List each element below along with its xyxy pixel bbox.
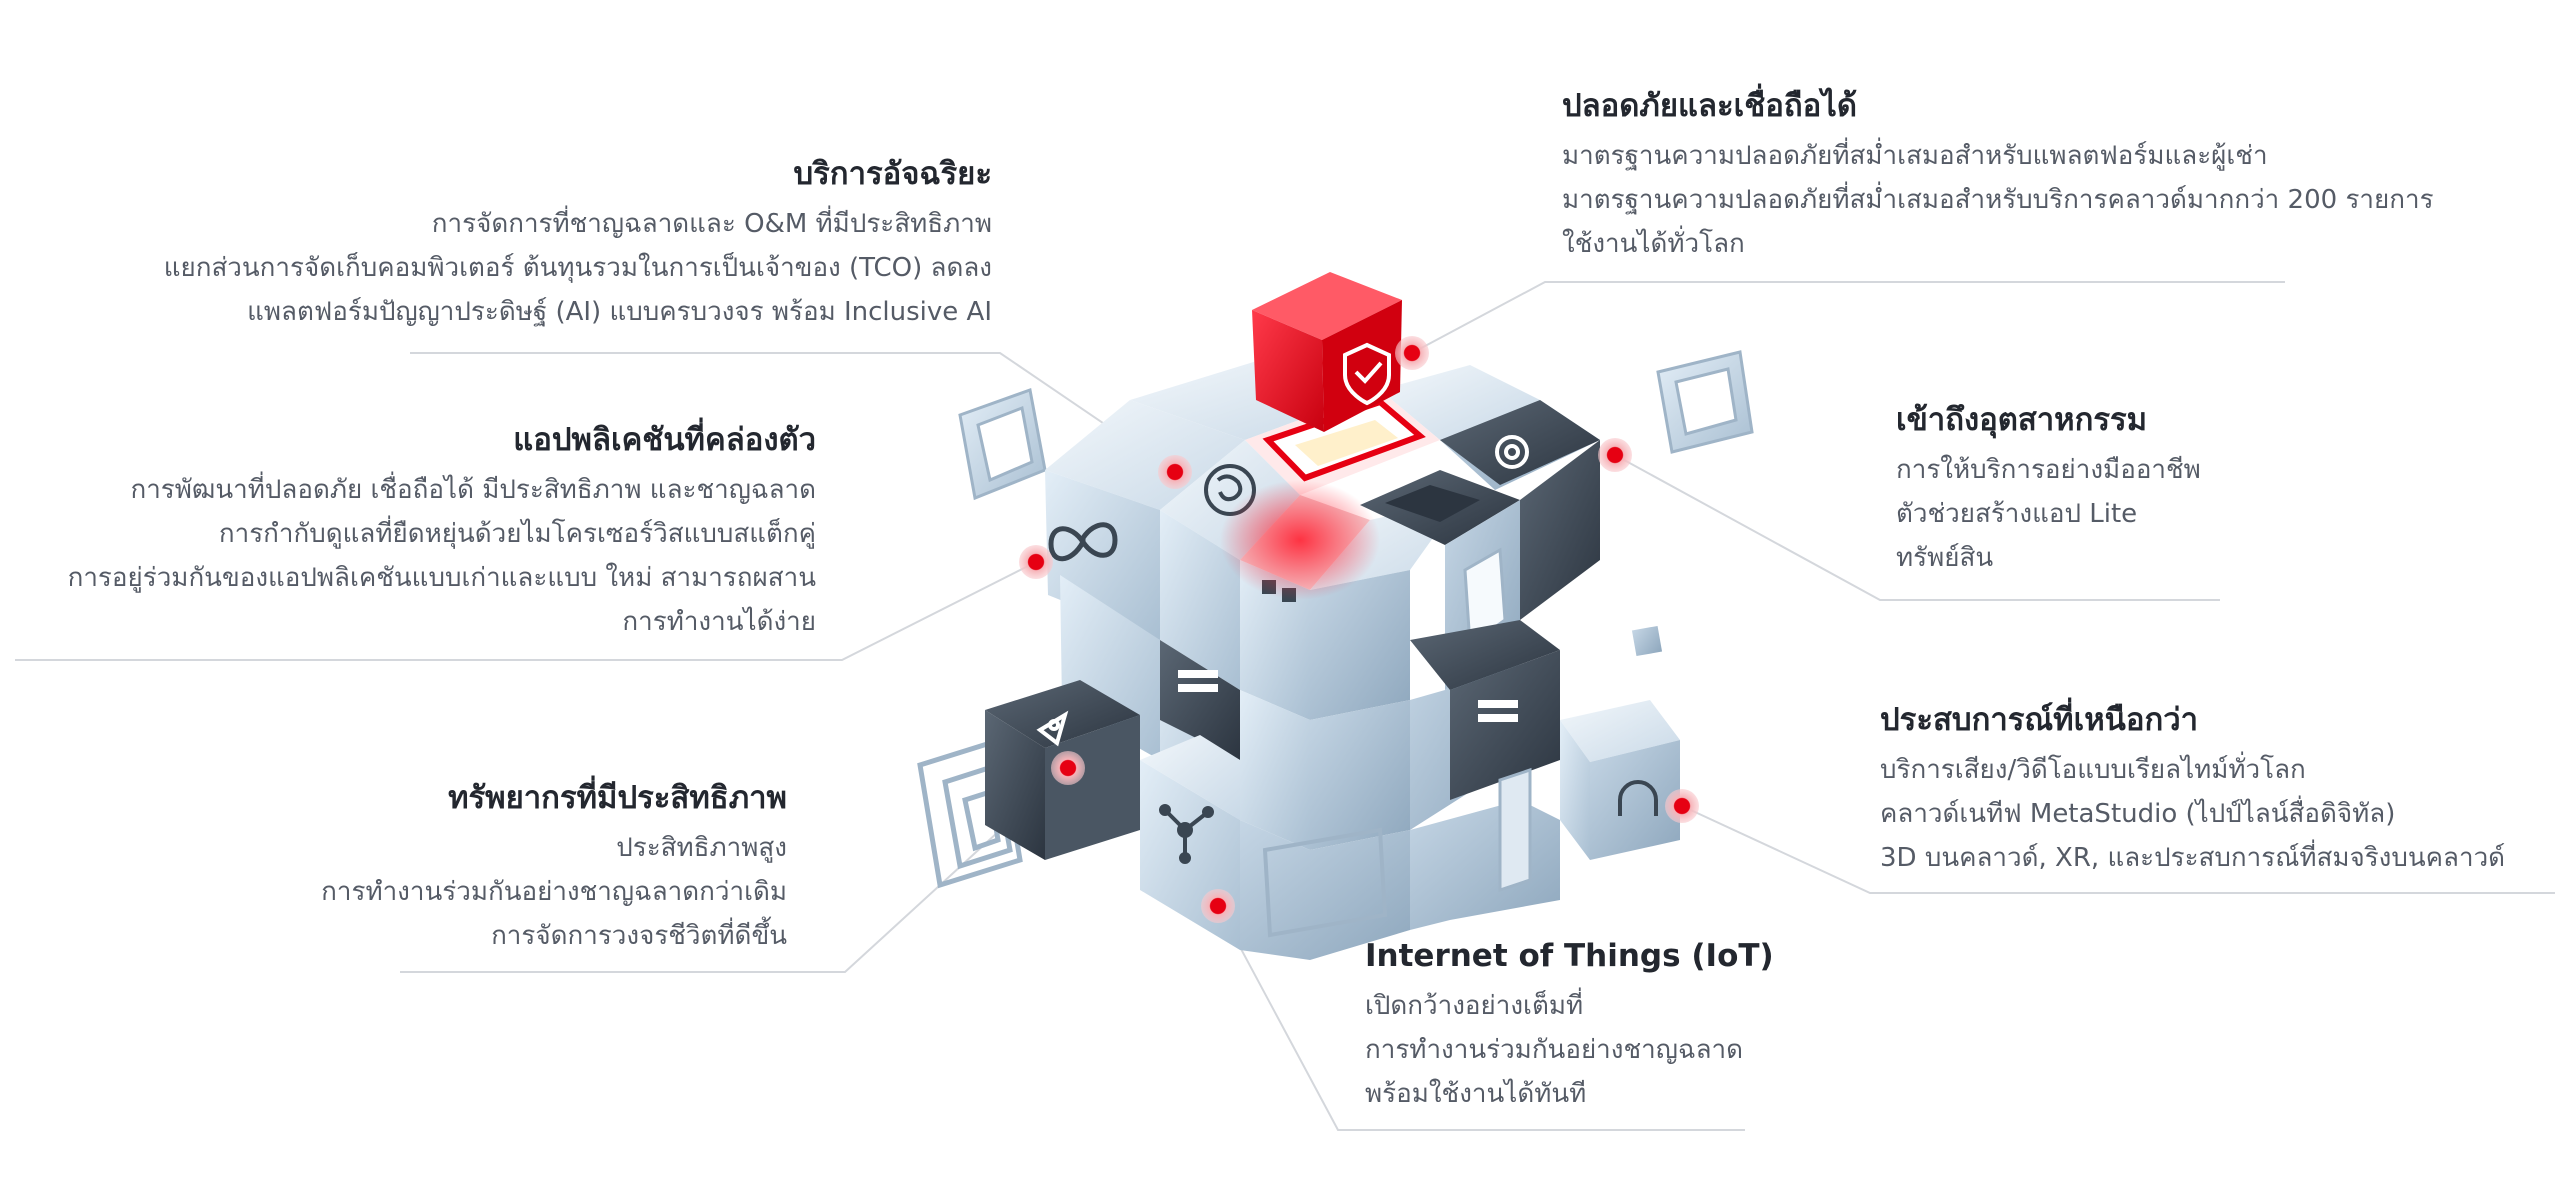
feature-item: คลาวด์เนทีฟ MetaStudio (ไปป์ไลน์สื่อดิจิ… xyxy=(1880,799,2396,829)
feature-title: เข้าถึงอุตสาหกรรม xyxy=(1896,402,2148,438)
feature-item: การทำงานร่วมกันอย่างชาญฉลาด xyxy=(1365,1035,1744,1065)
feature-item: การพัฒนาที่ปลอดภัย เชื่อถือได้ มีประสิทธ… xyxy=(130,475,816,505)
marker-smart xyxy=(1158,455,1192,489)
network-icon xyxy=(1159,804,1214,864)
floating-frames-bottom-left xyxy=(917,736,1023,889)
feature-item: การทำงานร่วมกันอย่างชาญฉลาดกว่าเดิม xyxy=(321,877,787,907)
marker-resources xyxy=(1051,751,1085,785)
marker-experience xyxy=(1665,789,1699,823)
feature-item: การให้บริการอย่างมืออาชีพ xyxy=(1896,455,2201,485)
shield-check-icon xyxy=(1343,342,1391,406)
feature-item: พร้อมใช้งานได้ทันที xyxy=(1365,1079,1587,1109)
feature-item: 3D บนคลาวด์, XR, และประสบการณ์ที่สมจริงบ… xyxy=(1880,843,2506,873)
marker-apps xyxy=(1019,545,1053,579)
feature-item: เปิดกว้างอย่างเต็มที่ xyxy=(1365,991,1584,1021)
rocket-icon xyxy=(1036,710,1069,747)
feature-item: ประสิทธิภาพสูง xyxy=(616,833,787,863)
markers xyxy=(1019,336,1699,923)
feature-industry-access: เข้าถึงอุตสาหกรรม การให้บริการอย่างมืออา… xyxy=(1896,398,2201,580)
marker-security xyxy=(1395,336,1429,370)
gear-icon xyxy=(1495,435,1529,469)
gear-block xyxy=(1440,400,1600,620)
server-icon xyxy=(1178,670,1218,692)
feature-item: การจัดการวงจรชีวิตที่ดีขึ้น xyxy=(491,921,787,951)
feature-security: ปลอดภัยและเชื่อถือได้ มาตรฐานความปลอดภัย… xyxy=(1562,84,2434,266)
feature-title: ทรัพยากรที่มีประสิทธิภาพ xyxy=(448,780,787,816)
feature-title: ประสบการณ์ที่เหนือกว่า xyxy=(1880,702,2199,738)
feature-item: ใช้งานได้ทั่วโลก xyxy=(1562,229,1745,259)
feature-item: บริการเสียง/วิดีโอแบบเรียลไทม์ทั่วโลก xyxy=(1880,755,2306,785)
feature-item: การอยู่ร่วมกันของแอปพลิเคชันแบบเก่าและแบ… xyxy=(67,563,816,593)
red-glow xyxy=(1220,480,1380,600)
feature-title: แอปพลิเคชันที่คล่องตัว xyxy=(513,422,816,458)
feature-smart-services: บริการอัจฉริยะ การจัดการที่ชาญฉลาดและ O&… xyxy=(164,152,992,334)
feature-title: ปลอดภัยและเชื่อถือได้ xyxy=(1562,88,1858,124)
feature-item: ทรัพย์สิน xyxy=(1896,543,1994,573)
marker-iot xyxy=(1201,889,1235,923)
feature-superior-experience: ประสบการณ์ที่เหนือกว่า บริการเสียง/วิดีโ… xyxy=(1880,698,2505,880)
feature-item: แยกส่วนการจัดเก็บคอมพิวเตอร์ ต้นทุนรวมใน… xyxy=(163,253,992,283)
infinity-icon xyxy=(1048,522,1118,562)
floating-frame-right xyxy=(1656,350,1754,454)
floating-frame-left xyxy=(958,387,1047,501)
floating-small-cube xyxy=(1631,625,1663,657)
feature-efficient-resources: ทรัพยากรที่มีประสิทธิภาพ ประสิทธิภาพสูง … xyxy=(321,776,787,958)
server-icon-right xyxy=(1478,700,1518,722)
feature-item: มาตรฐานความปลอดภัยที่สม่ำเสมอสำหรับบริกา… xyxy=(1562,185,2434,215)
feature-item: การทำงานได้ง่าย xyxy=(622,607,816,637)
feature-item: ตัวช่วยสร้างแอป Lite xyxy=(1896,499,2138,529)
feature-item: การกำกับดูแลที่ยืดหยุ่นด้วยไมโครเซอร์วิส… xyxy=(218,519,816,549)
red-security-cube xyxy=(1252,272,1402,432)
feature-item: การจัดการที่ชาญฉลาดและ O&M ที่มีประสิทธิ… xyxy=(431,209,992,239)
feature-agile-apps: แอปพลิเคชันที่คล่องตัว การพัฒนาที่ปลอดภั… xyxy=(68,418,816,644)
marker-industry xyxy=(1598,438,1632,472)
feature-title: Internet of Things (IoT) xyxy=(1365,938,1774,974)
feature-title: บริการอัจฉริยะ xyxy=(793,156,992,192)
feature-item: มาตรฐานความปลอดภัยที่สม่ำเสมอสำหรับแพลตฟ… xyxy=(1562,141,2268,171)
headset-icon xyxy=(1618,780,1658,816)
feature-item: แพลตฟอร์มปัญญาประดิษฐ์ (AI) แบบครบวงจร พ… xyxy=(247,297,992,327)
feature-iot: Internet of Things (IoT) เปิดกว้างอย่างเ… xyxy=(1365,934,1774,1116)
